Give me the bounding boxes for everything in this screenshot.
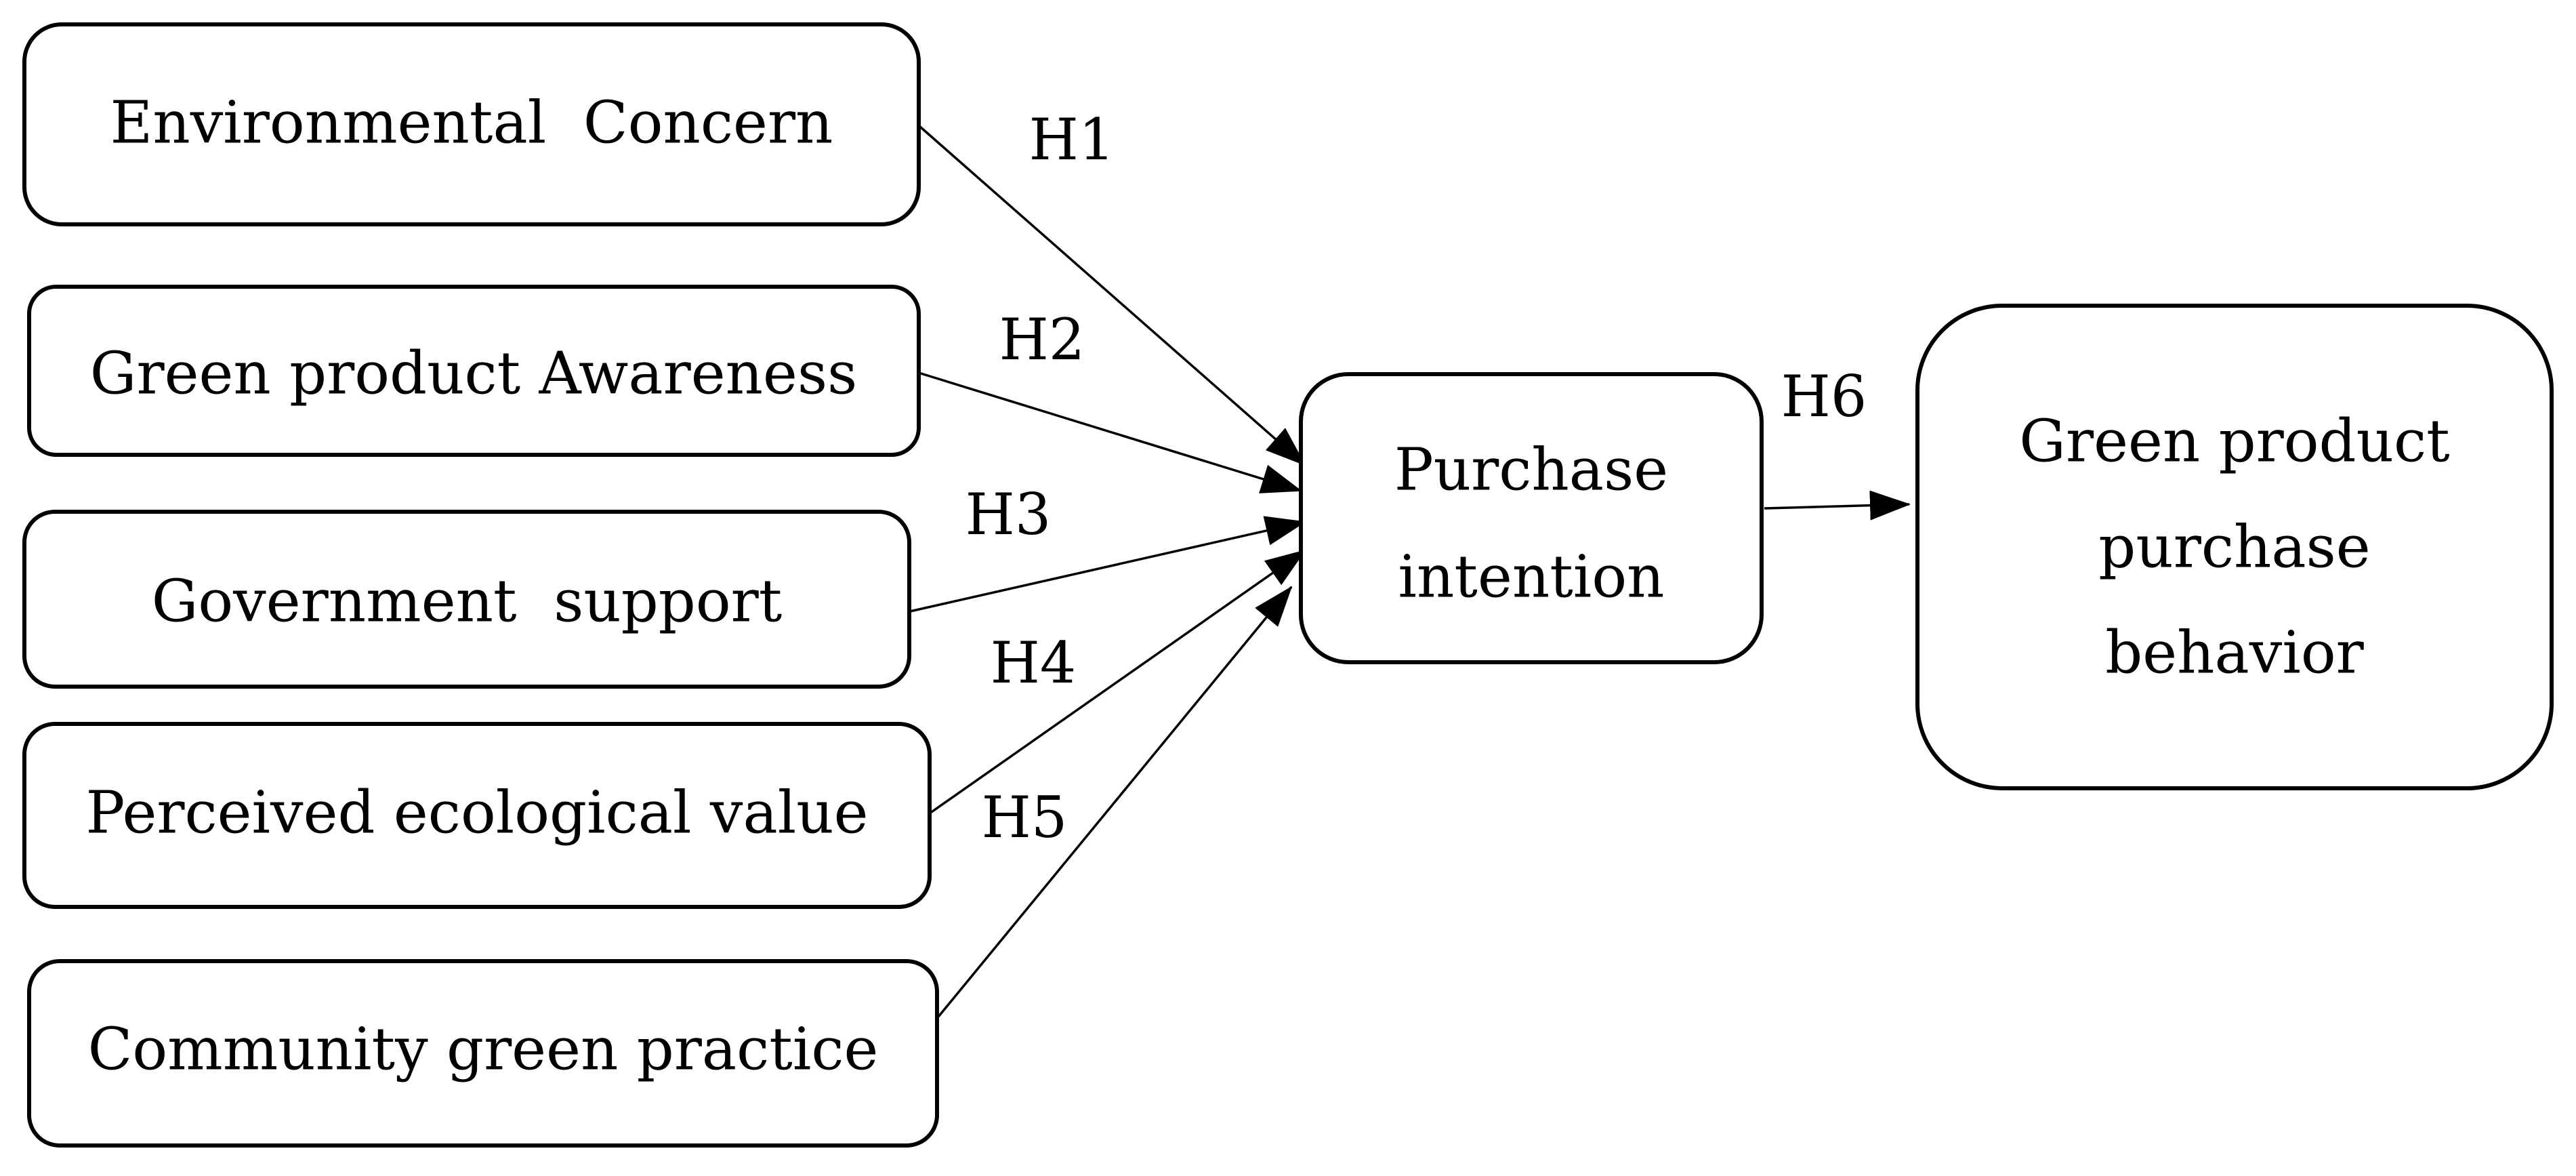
construct-label-line-1: Green product xyxy=(2019,408,2449,476)
arrow-h5 xyxy=(937,586,1293,1018)
construct-green-product-awareness: Green product Awareness xyxy=(27,285,921,457)
arrow-h6 xyxy=(1764,490,1911,521)
construct-label-line-3: behavior xyxy=(2105,620,2364,687)
construct-government-support: Government support xyxy=(22,510,911,689)
construct-label: Community green practice xyxy=(88,1016,879,1084)
hypothesis-label-h3: H3 xyxy=(965,481,1052,548)
construct-label: Green product Awareness xyxy=(90,340,857,408)
construct-label: Perceived ecological value xyxy=(85,779,868,847)
arrow-h3 xyxy=(909,516,1306,613)
construct-community-green-practice: Community green practice xyxy=(27,959,939,1148)
construct-label: Environmental Concern xyxy=(110,89,833,157)
construct-label-line-1: Purchase xyxy=(1394,437,1668,504)
hypothesis-label-h5: H5 xyxy=(982,784,1068,851)
hypothesis-label-h2: H2 xyxy=(999,306,1085,373)
construct-purchase-behavior: Green product purchase behavior xyxy=(1915,304,2554,790)
arrow-h2 xyxy=(918,371,1302,493)
construct-label-line-2: intention xyxy=(1398,544,1665,611)
construct-environmental-concern: Environmental Concern xyxy=(22,22,921,226)
construct-label-line-2: purchase xyxy=(2098,514,2370,582)
arrow-h4 xyxy=(928,549,1306,815)
construct-perceived-ecological-value: Perceived ecological value xyxy=(22,722,932,909)
construct-label: Government support xyxy=(152,568,783,636)
construct-purchase-intention: Purchase intention xyxy=(1299,372,1764,664)
hypothesis-label-h4: H4 xyxy=(991,630,1077,696)
arrow-h1 xyxy=(919,125,1306,466)
hypothesis-label-h6: H6 xyxy=(1781,363,1867,430)
hypothesis-label-h1: H1 xyxy=(1029,106,1115,173)
